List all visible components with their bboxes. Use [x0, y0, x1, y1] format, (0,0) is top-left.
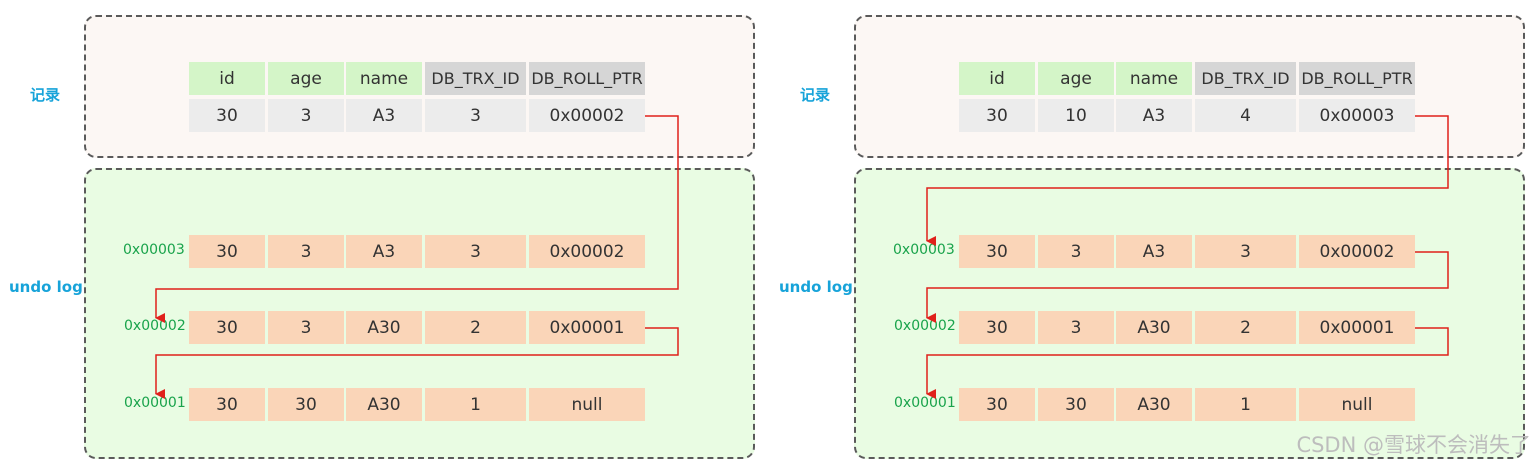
right-record-name: A3: [1116, 99, 1192, 132]
right-undo-address: 0x00003: [893, 242, 955, 258]
left-undo-cell: 30: [189, 388, 265, 421]
right-undo-cell: 0x00002: [1299, 235, 1415, 268]
right-undo-cell: A30: [1116, 388, 1192, 421]
left-undo-cell: 1: [425, 388, 526, 421]
right-undo-cell: null: [1299, 388, 1415, 421]
left-undo-cell: 2: [425, 311, 526, 344]
left-undo-cell: 0x00002: [529, 235, 645, 268]
left-record-name: A3: [346, 99, 422, 132]
left-undo-address: 0x00001: [124, 395, 186, 411]
right-record-label: 记录: [800, 86, 831, 104]
right-record-roll-ptr: 0x00003: [1299, 99, 1415, 132]
right-undo-log-label: undo log: [779, 278, 853, 296]
right-undo-cell: A3: [1116, 235, 1192, 268]
left-header-age: age: [268, 62, 344, 95]
watermark: CSDN @雪球不会消失了: [1296, 433, 1531, 457]
right-record-trx-id: 4: [1195, 99, 1296, 132]
right-header-db-roll-ptr: DB_ROLL_PTR: [1299, 62, 1415, 95]
left-undo-cell: A30: [346, 388, 422, 421]
right-undo-address: 0x00001: [894, 395, 956, 411]
right-undo-cell: 2: [1195, 311, 1296, 344]
right-header-id: id: [959, 62, 1035, 95]
right-undo-cell: 3: [1038, 311, 1114, 344]
left-header-name: name: [346, 62, 422, 95]
right-undo-cell: 1: [1195, 388, 1296, 421]
right-undo-cell: 3: [1195, 235, 1296, 268]
right-undo-pointer-arrow: [926, 327, 1449, 399]
left-undo-address: 0x00002: [124, 318, 186, 334]
right-record-pointer-arrow: [926, 115, 1449, 246]
left-record-trx-id: 3: [425, 99, 526, 132]
right-undo-cell: 30: [959, 235, 1035, 268]
left-header-db-roll-ptr: DB_ROLL_PTR: [529, 62, 645, 95]
left-record-id: 30: [189, 99, 265, 132]
left-undo-cell: 30: [189, 311, 265, 344]
right-undo-cell: 30: [959, 388, 1035, 421]
left-record-pointer-arrow: [155, 115, 679, 323]
left-undo-cell: null: [529, 388, 645, 421]
right-undo-cell: 3: [1038, 235, 1114, 268]
right-undo-pointer-arrow: [926, 251, 1449, 323]
left-undo-cell: 3: [268, 311, 344, 344]
left-header-id: id: [189, 62, 265, 95]
left-header-db-trx-id: DB_TRX_ID: [425, 62, 526, 95]
right-record-id: 30: [959, 99, 1035, 132]
left-undo-cell: 3: [268, 235, 344, 268]
left-undo-cell: A30: [346, 311, 422, 344]
right-header-name: name: [1116, 62, 1192, 95]
left-undo-cell: A3: [346, 235, 422, 268]
left-undo-log-label: undo log: [9, 278, 83, 296]
right-undo-address: 0x00002: [894, 318, 956, 334]
right-undo-cell: 0x00001: [1299, 311, 1415, 344]
right-header-db-trx-id: DB_TRX_ID: [1195, 62, 1296, 95]
left-record-age: 3: [268, 99, 344, 132]
left-undo-cell: 30: [268, 388, 344, 421]
right-undo-cell: 30: [1038, 388, 1114, 421]
right-record-age: 10: [1038, 99, 1114, 132]
left-record-label: 记录: [30, 86, 61, 104]
left-undo-address: 0x00003: [123, 242, 185, 258]
right-header-age: age: [1038, 62, 1114, 95]
left-undo-cell: 0x00001: [529, 311, 645, 344]
right-undo-cell: 30: [959, 311, 1035, 344]
right-undo-cell: A30: [1116, 311, 1192, 344]
left-undo-pointer-arrow: [155, 327, 679, 399]
left-record-roll-ptr: 0x00002: [529, 99, 645, 132]
left-undo-cell: 3: [425, 235, 526, 268]
left-undo-cell: 30: [189, 235, 265, 268]
